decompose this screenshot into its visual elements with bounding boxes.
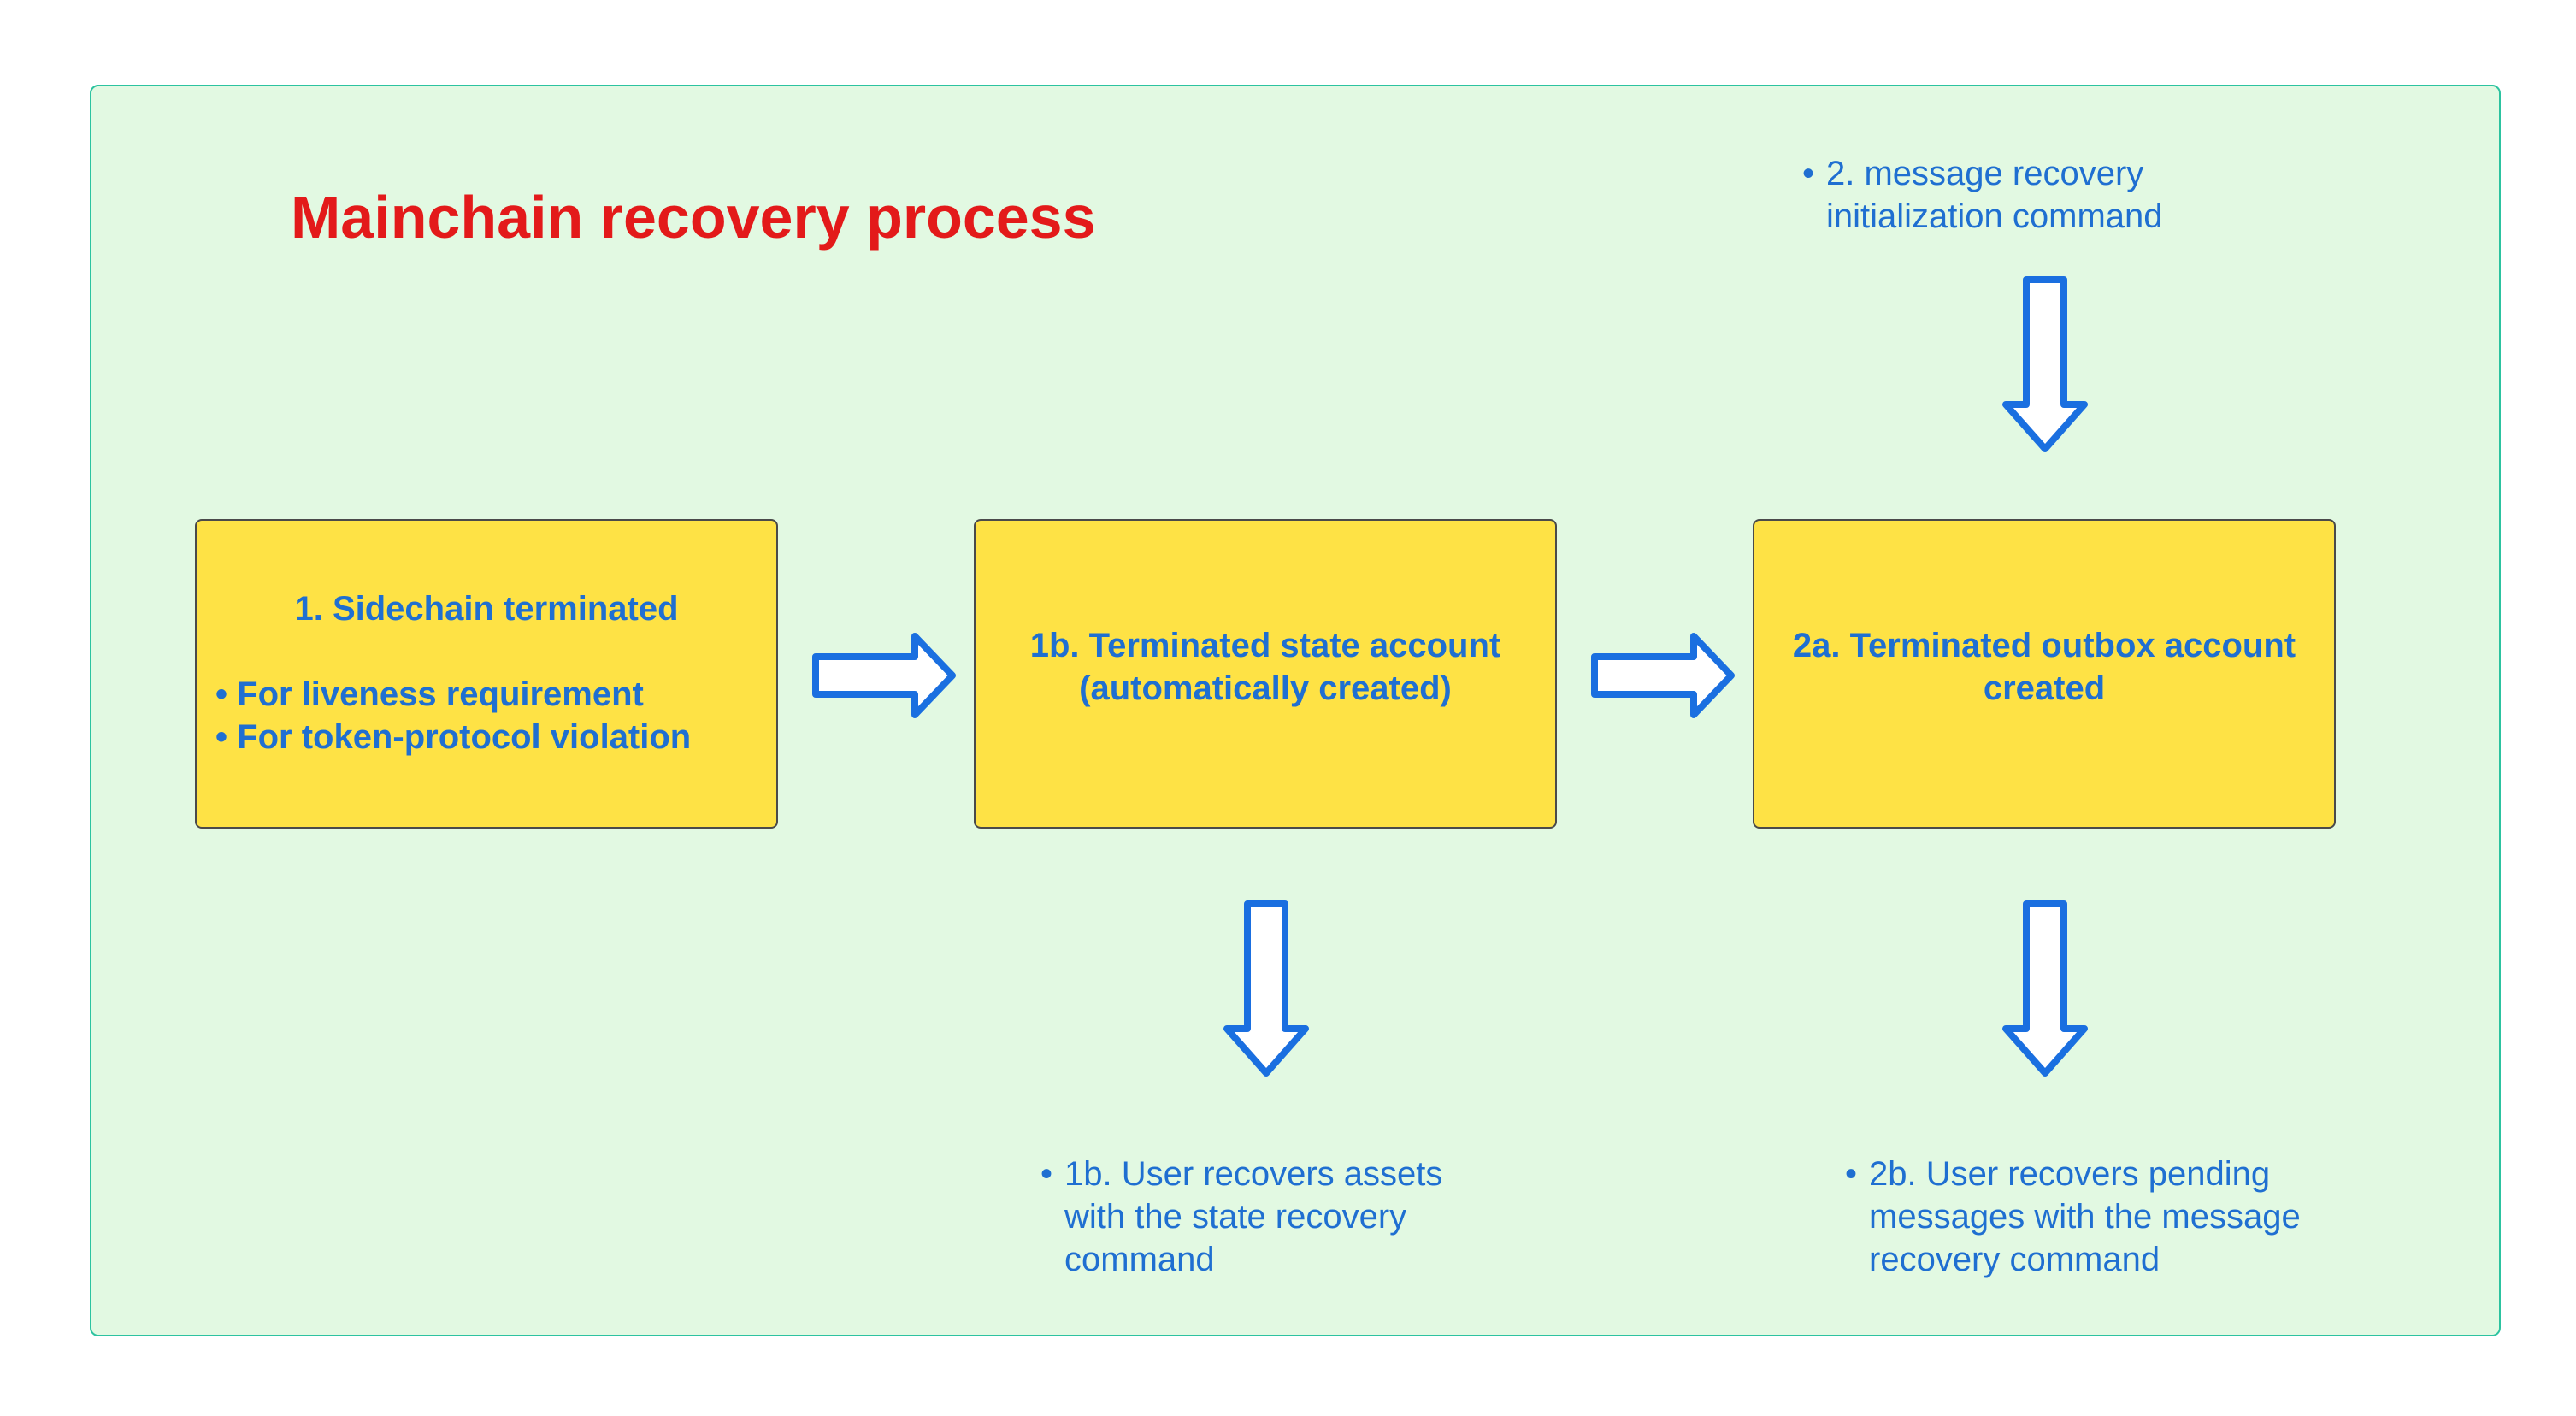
- note-line: recovery command: [1869, 1241, 2160, 1278]
- box-sidechain-terminated: 1. Sidechain terminated • For liveness r…: [195, 519, 778, 829]
- right-arrow-icon: [812, 633, 956, 718]
- down-arrow-icon: [1223, 900, 1309, 1077]
- bullet-text: For token-protocol violation: [237, 718, 692, 756]
- box-line: 1b. Terminated state account: [1029, 627, 1501, 664]
- box-line: created: [1983, 670, 2106, 707]
- box-line: (automatically created): [1079, 670, 1452, 707]
- note-line: messages with the message: [1869, 1198, 2301, 1236]
- bullet-item: • For token-protocol violation: [215, 716, 691, 758]
- note-user-recovers-assets: • 1b. User recovers assets with the state…: [1040, 1153, 1442, 1281]
- box-terminated-state-account: 1b. Terminated state account (automatica…: [974, 519, 1557, 829]
- note-line: 2b. User recovers pending: [1869, 1155, 2271, 1193]
- bullet-marker: •: [1802, 155, 1815, 192]
- bullet-marker: •: [215, 676, 228, 713]
- box-bullet-list: • For liveness requirement • For token-p…: [215, 673, 691, 758]
- bullet-marker: •: [1845, 1155, 1858, 1193]
- bullet-text: For liveness requirement: [237, 676, 644, 713]
- box-terminated-outbox-account: 2a. Terminated outbox account created: [1753, 519, 2336, 829]
- box-heading: 1. Sidechain terminated: [294, 590, 679, 628]
- down-arrow-icon: [2002, 276, 2088, 452]
- bullet-marker: •: [215, 718, 228, 756]
- note-message-recovery-init: • 2. message recovery initialization comm…: [1802, 152, 2163, 238]
- bullet-marker: •: [1040, 1155, 1053, 1193]
- box-line: 2a. Terminated outbox account: [1792, 627, 2296, 664]
- right-arrow-icon: [1591, 633, 1735, 718]
- bullet-item: • For liveness requirement: [215, 673, 691, 716]
- down-arrow-icon: [2002, 900, 2088, 1077]
- note-line: 1b. User recovers assets: [1064, 1155, 1443, 1193]
- note-user-recovers-messages: • 2b. User recovers pending messages with…: [1845, 1153, 2301, 1281]
- note-line: command: [1064, 1241, 1215, 1278]
- note-line: initialization command: [1826, 198, 2163, 235]
- note-line: with the state recovery: [1064, 1198, 1407, 1236]
- diagram-title: Mainchain recovery process: [291, 184, 1096, 251]
- note-line: 2. message recovery: [1826, 155, 2144, 192]
